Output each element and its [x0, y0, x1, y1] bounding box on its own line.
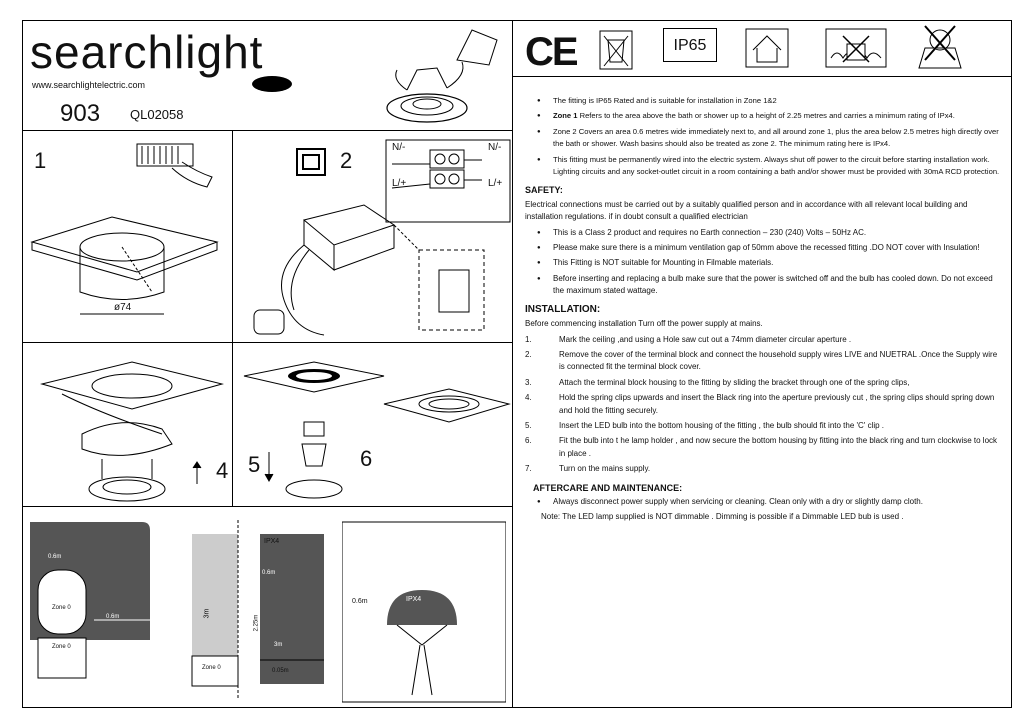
safety-item: This is a Class 2 product and requires n…: [525, 227, 1001, 240]
installation-step: 7. Turn on the mains supply.: [525, 463, 1001, 475]
safety-paragraph: Electrical connections must be carried o…: [525, 199, 968, 222]
zone-diagram-3: [342, 521, 506, 703]
no-insulation-icon: [825, 28, 887, 68]
wire-label-l-right: L/+: [488, 178, 503, 189]
zone-2-ipx4: IPX4: [264, 538, 280, 545]
installation-step: 5. Insert the LED bulb into the bottom ho…: [525, 420, 1001, 432]
step-2-number: 2: [340, 148, 353, 173]
installation-heading: INSTALLATION:: [525, 303, 601, 315]
zone-0-label-b: Zone 0: [52, 644, 71, 650]
step-number: 5.: [525, 420, 532, 430]
step-5-6-illustration: [243, 361, 511, 499]
safety-item: This Fitting is NOT suitable for Mountin…: [525, 257, 1001, 270]
step-text: Turn on the mains supply.: [559, 464, 651, 474]
step-number: 2.: [525, 349, 532, 359]
step-4-number: 4: [216, 458, 229, 483]
step-1-number: 1: [34, 148, 47, 173]
aftercare-item: Always disconnect power supply when serv…: [525, 496, 1001, 509]
step-number: 3.: [525, 377, 532, 387]
step-number: 1.: [525, 334, 532, 344]
website-url: www.searchlightelectric.com: [32, 80, 146, 90]
installation-step: 2. Remove the cover of the terminal block…: [525, 349, 1001, 374]
step-text: Fit the bulb into t he lamp holder , and…: [559, 436, 998, 458]
zone-2-note: Zone 2 Covers an area 0.6 metres wide im…: [525, 126, 1001, 151]
product-illustration: [386, 29, 498, 123]
zone-2-width-1: 0.6m: [262, 570, 276, 576]
wire-label-l-left: L/+: [392, 178, 407, 189]
divider: [513, 76, 1011, 77]
divider: [22, 130, 512, 131]
ip65-rating-badge: IP65: [663, 28, 717, 62]
zone-3-ipx4: IPX4: [406, 596, 422, 603]
step-text: Remove the cover of the terminal block a…: [559, 349, 998, 372]
installation-step: 3. Attach the terminal block housing to t…: [525, 377, 1001, 389]
installation-step: 1. Mark the ceiling ,and using a Hole saw…: [525, 334, 1001, 346]
zone-1-note: Zone 1 Refers to the area above the bath…: [525, 110, 1001, 123]
wire-label-n-right: N/-: [488, 142, 502, 153]
installation-step: 6. Fit the bulb into t he lamp holder , a…: [525, 435, 1001, 460]
divider: [22, 342, 512, 343]
zone-2-zone0: Zone 0: [202, 665, 221, 671]
safety-item: Please make sure there is a minimum vent…: [525, 242, 1001, 255]
zone-2-height-2: 2.25m: [253, 614, 260, 632]
model-number: 903: [60, 100, 101, 127]
step-number: 6.: [525, 436, 532, 446]
step-number: 4.: [525, 393, 532, 403]
no-flammable-icon: [918, 25, 962, 69]
diameter-label: ø74: [114, 302, 132, 313]
zone-1-height: 0.6m: [48, 554, 62, 560]
aftercare-note: Note: The LED lamp supplied is NOT dimma…: [541, 512, 904, 522]
wiring-note: This fitting must be permanently wired i…: [525, 154, 1001, 179]
safety-item: Before inserting and replacing a bulb ma…: [525, 273, 1001, 298]
ce-mark-icon: CE: [525, 30, 579, 74]
step-5-number: 5: [248, 452, 261, 477]
zone-0-label: Zone 0: [52, 605, 71, 611]
zone-1-label: Zone 1: [553, 111, 578, 121]
step-2-terminal-illustration: [253, 204, 485, 336]
terminal-symbol-icon: [296, 148, 326, 176]
brand-logo: searchlight: [30, 26, 264, 78]
zone-diagram-2: [191, 520, 324, 700]
installation-intro: Before commencing installation Turn off …: [525, 319, 763, 329]
rating-note: The fitting is IP65 Rated and is suitabl…: [525, 95, 1001, 108]
indoor-house-icon: [745, 28, 789, 68]
zone-2-height: 3m: [203, 608, 211, 619]
step-text: Hold the spring clips upwards and insert…: [559, 393, 995, 415]
step-number: 7.: [525, 464, 532, 474]
step-1-illustration: [30, 143, 219, 315]
step-text: Attach the terminal block housing to the…: [559, 377, 910, 387]
aftercare-heading: AFTERCARE AND MAINTENANCE:: [533, 482, 683, 493]
weee-bin-icon: [599, 30, 633, 70]
divider: [232, 130, 233, 506]
wire-label-n-left: N/-: [392, 142, 406, 153]
zone-2-width-2: 3m: [274, 642, 283, 648]
left-panel: searchlight www.searchlightelectric.com …: [22, 20, 512, 708]
divider: [22, 506, 512, 507]
installation-step: 4. Hold the spring clips upwards and inse…: [525, 392, 1001, 417]
logo-disc-icon: [252, 76, 292, 92]
zone-2-width-3: 0.05m: [272, 668, 289, 674]
step-text: Mark the ceiling ,and using a Hole saw c…: [559, 334, 852, 344]
product-code: QL02058: [130, 107, 184, 122]
step-text: Insert the LED bulb into the bottom hous…: [559, 420, 885, 430]
page-frame: [22, 20, 1012, 708]
instructions-text: The fitting is IP65 Rated and is suitabl…: [525, 95, 1001, 527]
step-6-number: 6: [360, 446, 373, 471]
zone-1-text: Refers to the area above the bath or sho…: [577, 111, 955, 121]
safety-heading: SAFETY:: [525, 185, 563, 196]
zone-diagram-1: [30, 522, 150, 679]
zone-3-height: 0.6m: [352, 598, 368, 605]
step-2-wiring-diagram: [385, 139, 511, 223]
right-panel: CE IP65 The fitting is IP65 Rated and is…: [512, 20, 1012, 708]
zone-1-width: 0.6m: [106, 614, 120, 620]
step-4-illustration: [40, 361, 224, 502]
